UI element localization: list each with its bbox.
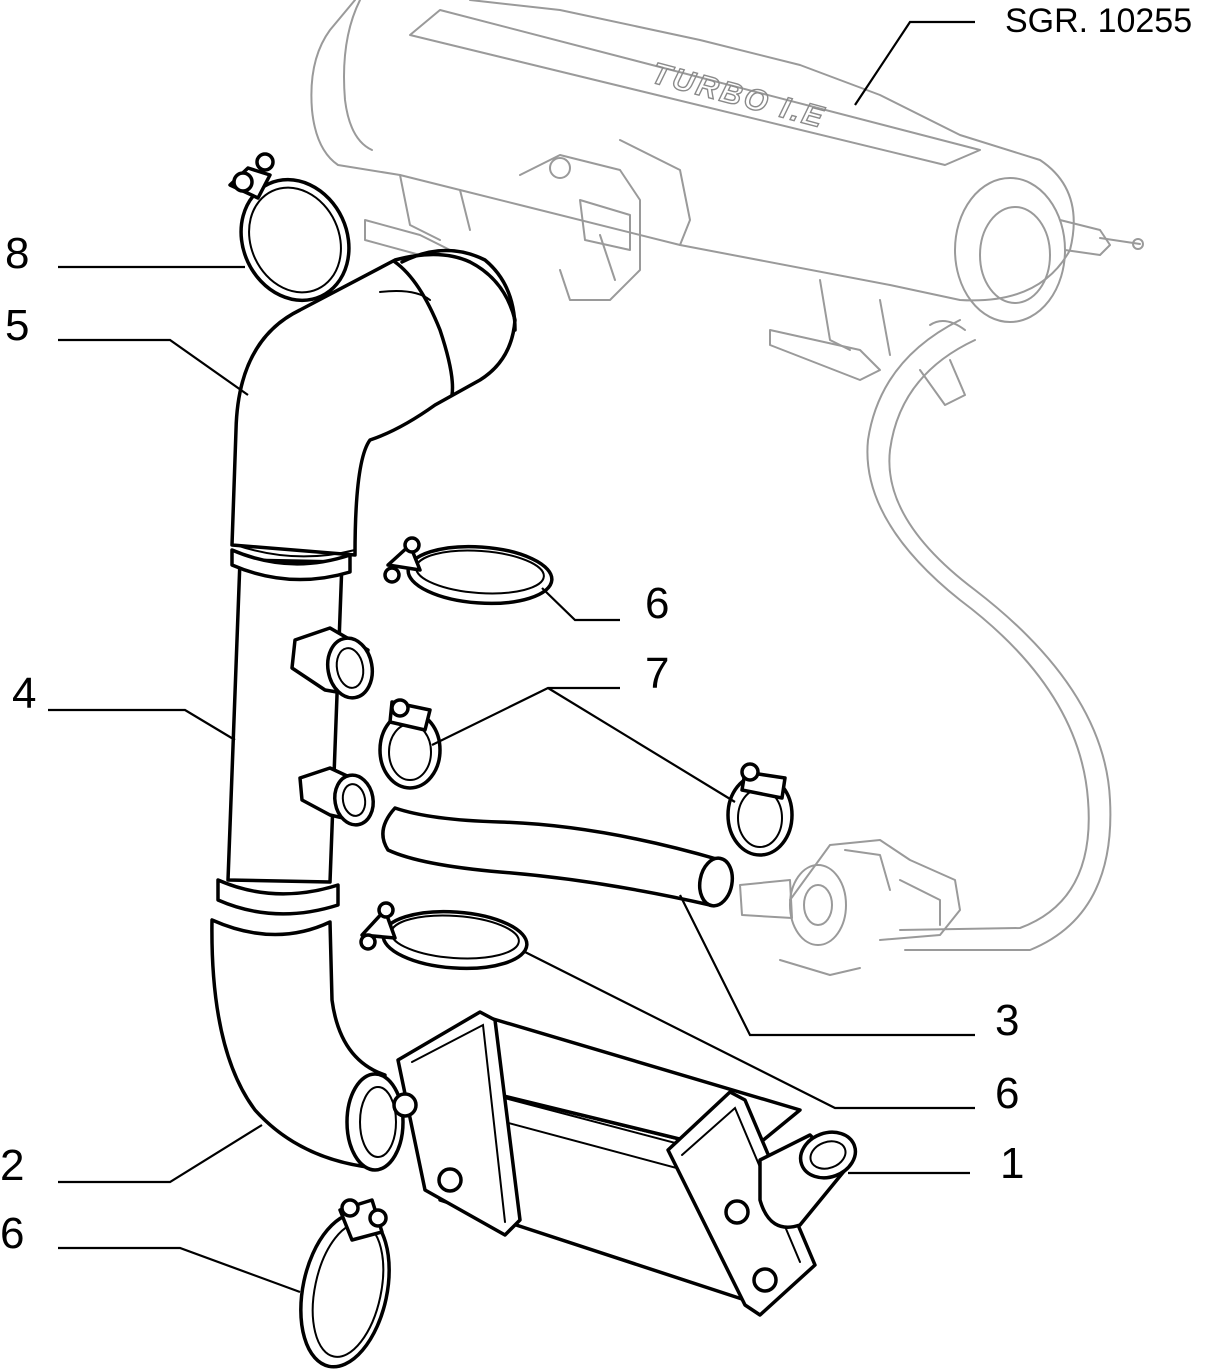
leader-7 <box>431 686 620 746</box>
callout-6-upper: 6 <box>645 579 669 628</box>
leader-6a <box>541 587 620 622</box>
hose-clamp-7-right <box>726 762 794 857</box>
leader-ref <box>854 20 975 106</box>
leader-4 <box>48 708 236 741</box>
callout-7: 7 <box>645 649 669 698</box>
leader-2 <box>58 1124 263 1184</box>
callout-4: 4 <box>12 669 36 718</box>
callout-3: 3 <box>995 996 1019 1045</box>
callout-6-lower: 6 <box>0 1209 24 1258</box>
diagram-reference: SGR. 10255 <box>1005 2 1192 40</box>
intercooler-pipe-4 <box>216 548 375 916</box>
hose-clamp-6-lower <box>299 1198 391 1369</box>
intercooler-1 <box>392 1010 858 1317</box>
callout-2: 2 <box>0 1141 24 1190</box>
leader-6b <box>524 951 975 1110</box>
leader-5 <box>58 338 249 396</box>
callout-8: 8 <box>5 229 29 278</box>
hose-clamp-7-left <box>378 698 442 790</box>
leader-6c <box>58 1246 301 1294</box>
engine-emblem: TURBO I.E <box>648 57 829 135</box>
hose-clamp-6-middle <box>359 901 529 971</box>
leader-lines <box>48 20 975 1294</box>
bypass-hose-3 <box>381 806 735 908</box>
leader-7b <box>547 687 736 803</box>
labels: SGR. 10255 8 5 6 7 4 3 6 1 2 6 <box>0 2 1192 1258</box>
lower-hose-2 <box>210 918 405 1172</box>
leader-3 <box>679 894 975 1037</box>
upper-hose-5 <box>230 248 517 558</box>
callout-5: 5 <box>5 301 29 350</box>
hose-clamp-8 <box>228 152 351 303</box>
callout-6-middle: 6 <box>995 1069 1019 1118</box>
callout-1: 1 <box>1000 1139 1024 1188</box>
hose-clamp-6-upper <box>383 536 554 606</box>
